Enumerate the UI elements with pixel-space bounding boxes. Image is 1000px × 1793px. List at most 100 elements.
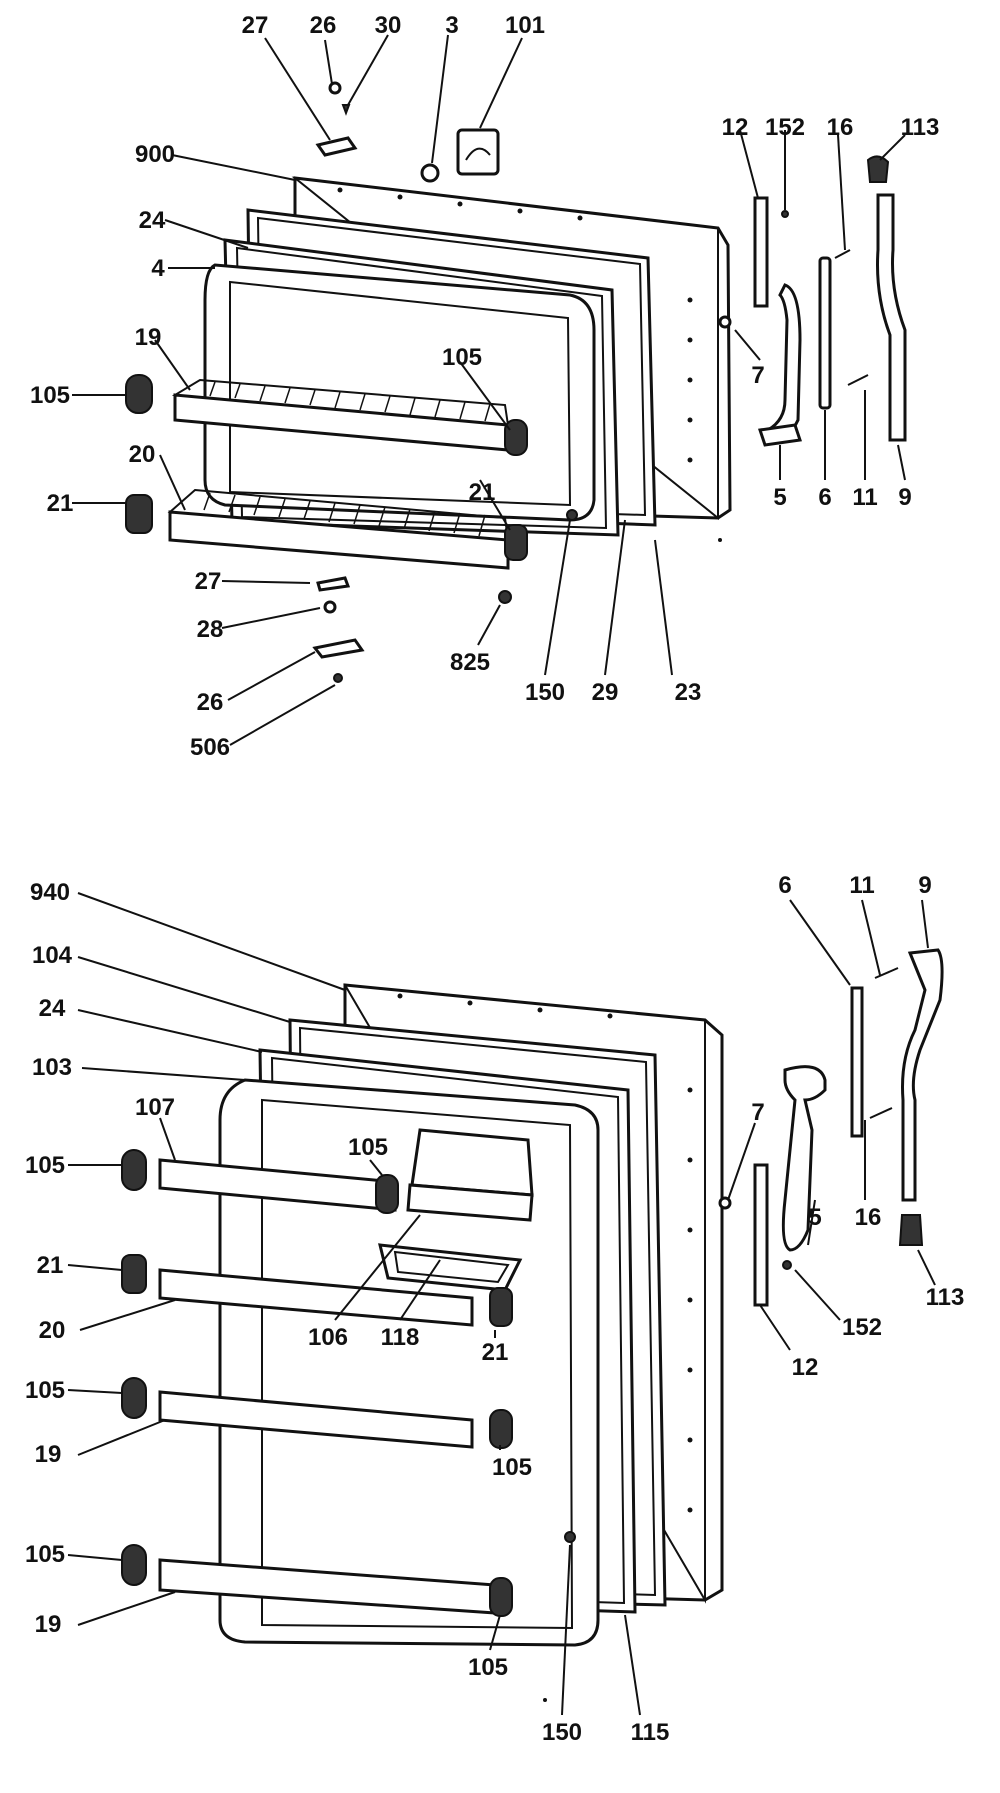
shelf-hatch-lower [203, 492, 486, 537]
callout-label: 105 [25, 1152, 65, 1179]
callout-label: 16 [855, 1204, 882, 1231]
speck [543, 1698, 547, 1702]
end-cap [866, 155, 890, 183]
callout-label: 103 [32, 1054, 72, 1081]
callout-label: 7 [751, 1099, 764, 1126]
handle-bracket [818, 256, 832, 410]
screw [782, 1260, 792, 1270]
shelf-end-cap [125, 374, 153, 414]
callout-label: 113 [901, 114, 940, 141]
callout-label: 6 [818, 484, 831, 511]
callout-label: 27 [242, 12, 269, 39]
callout-label: 101 [505, 12, 545, 39]
callout-label: 105 [492, 1454, 532, 1481]
shelf-end-cap [121, 1544, 147, 1586]
handle-cover [901, 948, 944, 1202]
callout-label: 152 [765, 114, 805, 141]
shelf-end-cap [489, 1409, 513, 1449]
callout-label: 24 [39, 995, 66, 1022]
callout-label: 26 [310, 12, 337, 39]
shelf-end-cap [125, 494, 153, 534]
callout-label: 940 [30, 879, 70, 906]
shelf-end-cap [375, 1174, 399, 1214]
upper-callout-labels: 27 26 30 3 101 900 24 4 19 105 20 21 105… [30, 12, 939, 761]
callout-label: 16 [827, 114, 854, 141]
callout-label: 21 [37, 1252, 64, 1279]
screw [328, 81, 342, 95]
hinge-pin [316, 576, 351, 592]
shelf-end-cap [121, 1254, 147, 1294]
screw [333, 673, 343, 683]
shelf-end-cap [121, 1149, 147, 1191]
dairy-door [406, 1183, 534, 1222]
callout-label: 29 [592, 679, 619, 706]
callout-label: 19 [35, 1611, 62, 1638]
lower-leader-lines [67, 892, 936, 1716]
handle-cover [876, 193, 907, 442]
callout-label: 19 [135, 324, 162, 351]
callout-label: 26 [197, 689, 224, 716]
callout-label: 9 [898, 484, 911, 511]
callout-label: 105 [25, 1541, 65, 1568]
lower-callout-labels: 940 104 24 103 107 105 105 21 20 106 118… [25, 872, 964, 1746]
callout-label: 5 [808, 1204, 821, 1231]
plug [498, 590, 512, 604]
label-plate [456, 128, 500, 176]
callout-label: 825 [450, 649, 490, 676]
callout-label: 106 [308, 1324, 348, 1351]
plug [420, 163, 440, 183]
callout-label: 20 [39, 1317, 66, 1344]
callout-label: 105 [442, 344, 482, 371]
handle [781, 1065, 827, 1252]
callout-label: 900 [135, 141, 175, 168]
callout-label: 30 [375, 12, 402, 39]
callout-label: 150 [525, 679, 565, 706]
callout-label: 27 [195, 568, 222, 595]
screw [564, 1531, 576, 1543]
callout-label: 11 [852, 484, 877, 511]
callout-label: 5 [773, 484, 786, 511]
upper-door-assembly [125, 81, 907, 683]
callout-label: 107 [135, 1094, 175, 1121]
callout-label: 24 [139, 207, 166, 234]
callout-label: 7 [751, 362, 764, 389]
door-shelf-3 [158, 1390, 474, 1449]
callout-label: 23 [675, 679, 702, 706]
callout-label: 104 [32, 942, 73, 969]
callout-label: 9 [918, 872, 931, 899]
callout-label: 20 [129, 441, 156, 468]
lower-door-assembly [121, 948, 944, 1647]
bottom-hinge [312, 638, 365, 659]
callout-label: 105 [25, 1377, 65, 1404]
inner-door-liner [218, 1078, 600, 1647]
callout-label: 115 [631, 1719, 670, 1746]
panel-holes [337, 187, 693, 463]
callout-label: 150 [542, 1719, 582, 1746]
callout-label: 113 [926, 1284, 965, 1311]
callout-label: 152 [842, 1314, 882, 1341]
callout-label: 105 [468, 1654, 508, 1681]
callout-label: 4 [151, 255, 165, 282]
callout-label: 506 [190, 734, 230, 761]
upper-leader-lines [72, 34, 906, 746]
end-cap [898, 1214, 924, 1246]
shelf-hatch [209, 381, 491, 422]
shelf-end-cap [489, 1577, 513, 1617]
screw [781, 210, 789, 218]
screw [718, 1196, 732, 1210]
screw [718, 315, 732, 329]
shelf-end-cap [121, 1377, 147, 1419]
shelf-end-cap [504, 524, 528, 561]
callout-label: 19 [35, 1441, 62, 1468]
callout-label: 11 [849, 872, 874, 899]
panel-holes [397, 993, 693, 1513]
callout-label: 21 [482, 1339, 509, 1366]
screw [566, 509, 578, 521]
handle [766, 283, 802, 442]
callout-label: 3 [445, 12, 458, 39]
door-shelf-2 [158, 1268, 474, 1327]
trim-strip [753, 196, 769, 308]
shelf-end-cap [504, 419, 528, 456]
callout-label: 105 [348, 1134, 388, 1161]
